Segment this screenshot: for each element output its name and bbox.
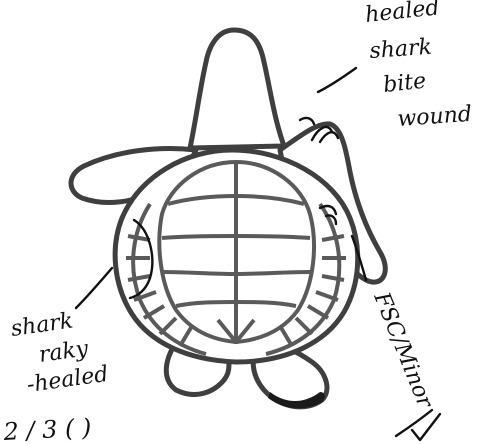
note-top-right-line2: shark: [369, 35, 433, 64]
note-lower-left-line3: -healed: [25, 362, 110, 398]
note-right-side-vertical: FSC/Minor: [368, 288, 438, 413]
annotation-healed-shark-bite-wound: healed shark bite wound: [364, 0, 473, 132]
note-top-right-line3: bite: [382, 69, 427, 98]
note-top-right-line1: healed: [364, 0, 441, 28]
annotation-shark-raky-healed: shark raky -healed: [9, 308, 110, 397]
note-lower-left-line1: shark: [9, 308, 74, 341]
note-lower-left-line2: raky: [37, 336, 90, 368]
note-bottom-left-fragment: 2 / 3 ( ): [2, 413, 92, 444]
turtle-outline: [71, 30, 385, 407]
check-mark: [412, 414, 440, 440]
note-top-right-line4: wound: [397, 102, 473, 132]
